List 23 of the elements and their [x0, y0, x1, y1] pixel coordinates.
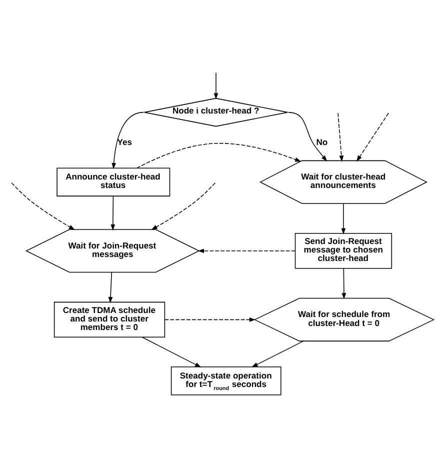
arrow	[356, 112, 389, 162]
arrow	[342, 268, 346, 300]
arrow	[108, 272, 113, 304]
arrow	[136, 142, 302, 168]
arrow	[110, 196, 116, 231]
node-box: Announce cluster-head status	[56, 168, 170, 196]
arrow	[341, 203, 346, 234]
edge-label: Yes	[117, 136, 132, 147]
node-box: Steady-state operation for t=T$_{round}$ seconds	[170, 366, 282, 396]
arrow	[252, 340, 304, 368]
node-box: Send Join-Request message to chosen cluster-head	[294, 233, 392, 269]
node-diamond: Node i cluster-head ?	[144, 98, 288, 127]
edge-label: No	[316, 136, 328, 147]
arrow	[112, 112, 144, 170]
arrow	[198, 248, 296, 254]
arrow	[151, 182, 216, 230]
arrow	[288, 112, 328, 162]
arrow	[338, 112, 344, 162]
arrow	[11, 182, 76, 230]
arrow	[142, 336, 202, 368]
node-box: Create TDMA schedule and send to cluster members t = 0	[54, 302, 166, 338]
arrow	[214, 72, 218, 100]
arrow	[164, 318, 256, 322]
